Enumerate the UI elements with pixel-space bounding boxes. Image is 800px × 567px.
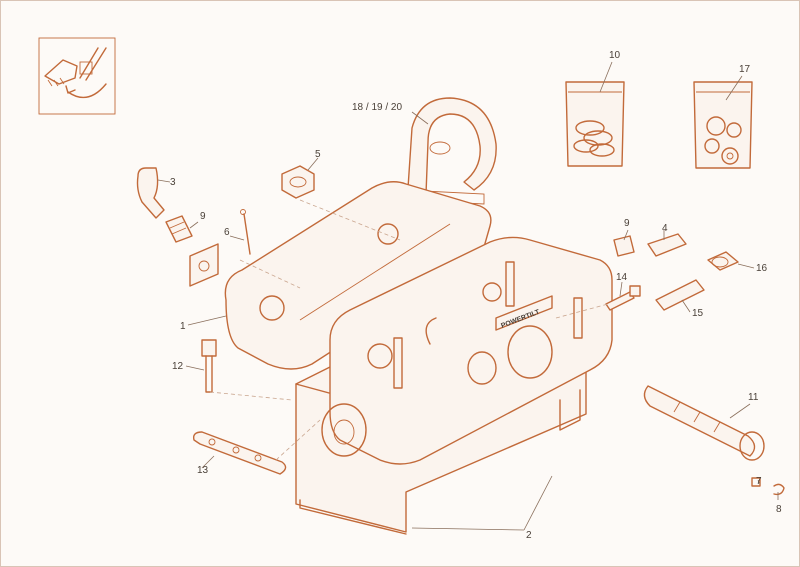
seal-kit-bag-17 (693, 81, 753, 169)
lock-plate-13 (192, 431, 287, 475)
callout-4: 4 (662, 223, 668, 234)
shaft-11 (643, 385, 765, 461)
gasket-plate (189, 243, 219, 287)
bolt-12 (201, 339, 217, 393)
plug-16 (707, 251, 739, 271)
elbow-fitting-4 (647, 233, 687, 257)
callout-7: 7 (756, 476, 762, 487)
nipple-fitting-9-left (165, 215, 193, 243)
callout-8: 8 (776, 504, 782, 515)
callout-9-left: 9 (200, 211, 206, 222)
callout-11: 11 (748, 392, 759, 403)
nut-5 (281, 165, 315, 199)
clip-8 (773, 483, 785, 496)
seal-kit-bag-10 (565, 81, 625, 167)
bolt-14 (605, 285, 641, 311)
callout-16: 16 (756, 263, 768, 274)
callout-9-right: 9 (624, 218, 630, 229)
elbow-fitting-3 (136, 167, 165, 219)
pin-6 (240, 209, 251, 255)
callout-3: 3 (170, 177, 176, 188)
callout-2: 2 (526, 530, 532, 541)
bucket-rotation-icon (38, 37, 116, 115)
callout-10: 10 (609, 50, 621, 61)
grease-nipple-7 (751, 477, 761, 487)
callout-12: 12 (172, 361, 184, 372)
callout-15: 15 (692, 308, 704, 319)
callout-labels: 1 2 3 4 5 6 7 8 9 9 10 11 12 13 14 15 16… (170, 50, 782, 541)
hook-assembly (403, 97, 497, 205)
callout-14: 14 (616, 272, 628, 283)
callout-17: 17 (739, 64, 751, 75)
valve-15 (655, 279, 705, 311)
main-body (295, 236, 613, 535)
upper-bracket (224, 181, 492, 370)
callout-5: 5 (315, 149, 321, 160)
callout-13: 13 (197, 465, 209, 476)
callout-6: 6 (224, 227, 230, 238)
callout-1: 1 (180, 321, 186, 332)
leader-lines (157, 61, 779, 531)
callout-18-19-20: 18 / 19 / 20 (352, 102, 402, 113)
